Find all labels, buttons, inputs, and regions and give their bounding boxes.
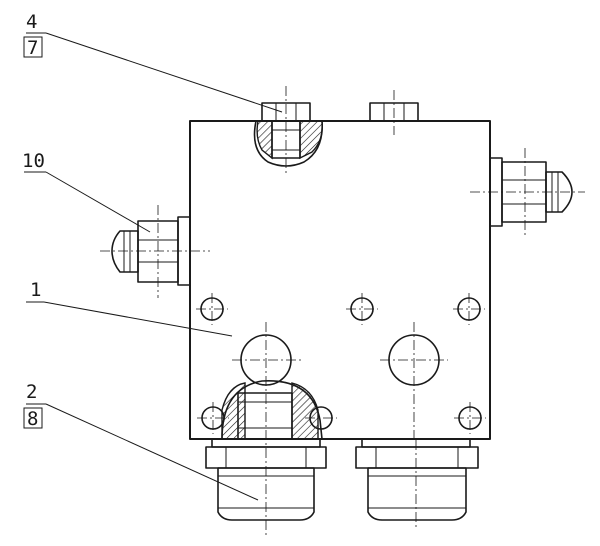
leader-4 — [45, 32, 283, 113]
callout-10: 10 — [22, 150, 45, 172]
port-left — [232, 334, 302, 386]
bottom-fitting-left — [205, 438, 327, 521]
callout-8: 8 — [27, 408, 38, 430]
mounting-holes — [196, 293, 486, 434]
large-ports — [232, 322, 448, 440]
hole-bottom-right — [454, 402, 486, 434]
hole-top-mid — [346, 293, 378, 325]
bottom-fitting-right — [355, 438, 479, 530]
leader-lines — [24, 32, 283, 501]
left-fitting — [100, 205, 210, 298]
callout-7-box — [23, 36, 43, 58]
leader-2 — [45, 403, 259, 501]
top-plug-right — [369, 90, 419, 135]
port-right — [380, 322, 448, 440]
right-fitting — [470, 148, 585, 236]
bottom-plug-left-section — [221, 322, 323, 536]
callouts: 4 7 10 1 2 8 — [22, 11, 45, 430]
callout-7: 7 — [27, 37, 38, 59]
hole-top-right — [453, 293, 485, 325]
callout-2: 2 — [26, 381, 37, 403]
callout-8-box — [23, 407, 43, 429]
callout-1: 1 — [30, 279, 41, 301]
leader-1 — [43, 301, 233, 337]
callout-4: 4 — [26, 11, 37, 33]
hole-top-left — [196, 293, 228, 325]
leader-10 — [45, 171, 151, 233]
top-plug-left — [253, 86, 323, 175]
